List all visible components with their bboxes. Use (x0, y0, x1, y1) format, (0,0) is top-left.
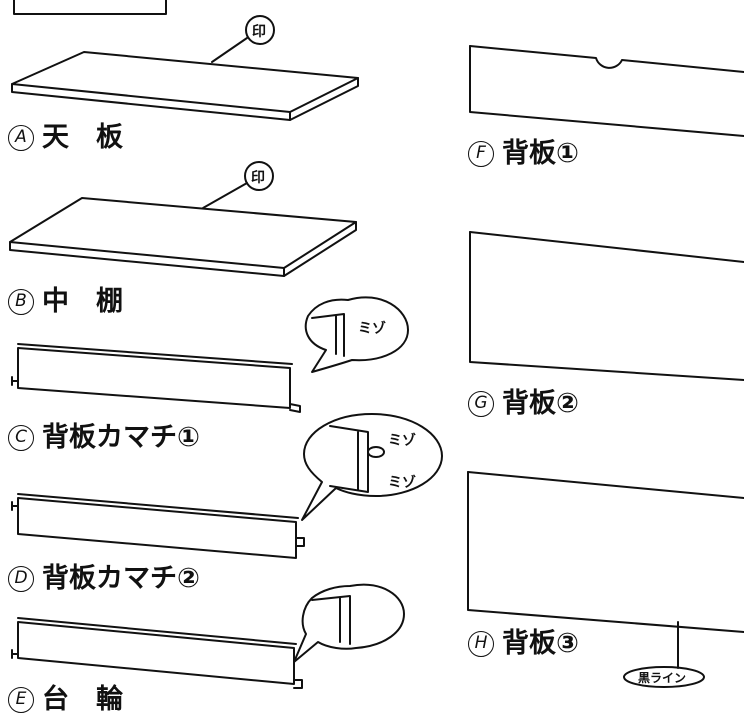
callout-groove-d-upper: ミゾ (388, 433, 416, 449)
part-label-b: B 中 棚 (8, 288, 123, 315)
back-panel-2-illustration (469, 231, 744, 381)
stamp-text-a: 印 (252, 24, 266, 40)
back-panel-1-illustration (469, 45, 744, 137)
part-name-d: 背板カマチ② (42, 563, 200, 594)
part-label-f: F 背板① (468, 140, 579, 167)
top-board-illustration (11, 15, 359, 121)
callout-bubble-c (304, 296, 409, 373)
base-plinth-illustration (11, 583, 405, 689)
part-label-a: A 天 板 (8, 124, 123, 151)
stamp-mark-b (244, 161, 274, 191)
part-letter-c: C (8, 424, 34, 451)
black-line-tag (623, 666, 705, 688)
stamp-mark-a (245, 15, 275, 45)
stamp-text-b: 印 (251, 170, 265, 186)
back-panel-3-illustration (467, 471, 744, 688)
header-box (13, 0, 167, 15)
part-name-c: 背板カマチ① (42, 422, 200, 453)
part-name-e: 台 輪 (42, 684, 123, 715)
part-letter-e: E (8, 686, 34, 713)
part-name-b: 中 棚 (42, 286, 123, 317)
part-label-g: G 背板② (468, 390, 579, 417)
part-name-g: 背板② (502, 388, 579, 419)
part-letter-a: A (8, 124, 34, 151)
callout-bubble-e (293, 583, 405, 663)
back-rail-1-illustration (11, 296, 409, 413)
black-line-label: 黒ライン (638, 671, 687, 685)
part-name-a: 天 板 (42, 122, 123, 153)
part-label-e: E 台 輪 (8, 686, 123, 713)
part-letter-b: B (8, 288, 34, 315)
part-name-h: 背板③ (502, 628, 579, 659)
back-rail-2-illustration (11, 413, 443, 559)
part-label-c: C 背板カマチ① (8, 424, 200, 451)
callout-groove-d-lower: ミゾ (388, 475, 416, 491)
part-label-d: D 背板カマチ② (8, 565, 200, 592)
part-letter-f: F (468, 140, 494, 167)
part-letter-h: H (468, 630, 494, 657)
part-letter-d: D (8, 565, 34, 592)
part-letter-g: G (468, 390, 494, 417)
callout-groove-c: ミゾ (358, 321, 386, 337)
part-name-f: 背板① (502, 138, 579, 169)
part-label-h: H 背板③ (468, 630, 579, 657)
middle-shelf-illustration (9, 161, 357, 277)
callout-bubble-d (301, 413, 443, 521)
